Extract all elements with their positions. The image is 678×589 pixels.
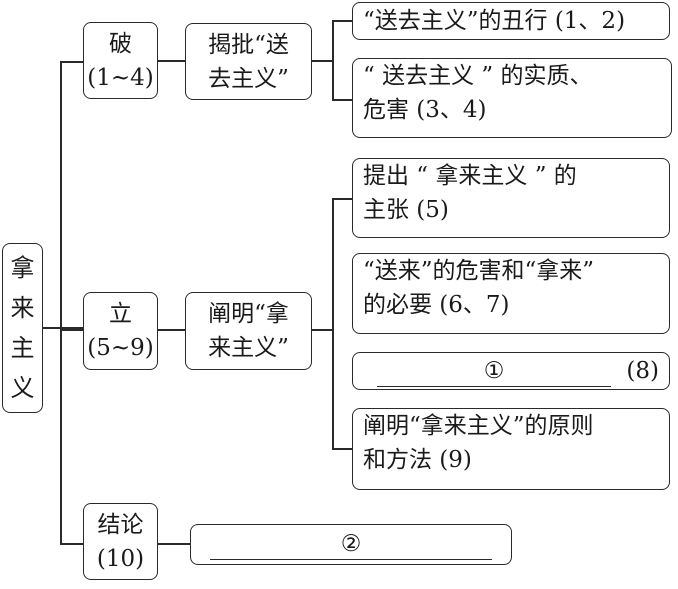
branch-label: 立 xyxy=(109,301,132,327)
detail-line: 阐明“拿来主义”的原则 xyxy=(363,413,594,439)
po-topic-out-connector xyxy=(312,60,332,62)
detail-suffix: (8) xyxy=(626,358,659,384)
li-topic-connector xyxy=(158,329,185,331)
detail-line: 危害 (3、4) xyxy=(363,97,487,123)
po-topic-node: 揭批“送 去主义” xyxy=(185,23,312,100)
branch-range: (1~4) xyxy=(87,64,154,91)
branch-label: 破 xyxy=(109,30,132,57)
root-connector xyxy=(43,327,83,329)
po-topic-connector xyxy=(158,60,185,62)
li-detail-1: 提出 “ 拿来主义 ” 的 主张 (5) xyxy=(352,158,670,238)
root-char: 来 xyxy=(10,294,35,322)
li-detail-4: 阐明“拿来主义”的原则 和方法 (9) xyxy=(352,408,670,490)
detail-line: 的必要 (6、7) xyxy=(363,292,510,318)
li-detail-3-blank: ① (8) xyxy=(352,352,670,390)
branch-label: 结论 xyxy=(97,511,144,538)
trunk-line xyxy=(60,61,62,544)
topic-line: 来主义” xyxy=(208,335,289,361)
conclusion-blank-connector xyxy=(158,543,190,545)
li-detail-4-connector xyxy=(332,448,352,450)
li-topic-out-connector xyxy=(312,329,332,331)
branch-li-connector xyxy=(60,329,83,331)
detail-line: “送来”的危害和“拿来” xyxy=(363,258,595,284)
topic-line: 揭批“送 xyxy=(208,31,289,58)
root-char: 主 xyxy=(10,334,35,362)
branch-li-node: 立 (5~9) xyxy=(83,292,158,370)
po-details-bracket xyxy=(332,20,334,100)
topic-line: 阐明“拿 xyxy=(208,301,289,327)
branch-po-connector xyxy=(60,61,83,63)
branch-po-node: 破 (1~4) xyxy=(83,22,158,99)
detail-line: 主张 (5) xyxy=(363,197,449,223)
detail-line: 和方法 (9) xyxy=(363,447,472,473)
root-char: 义 xyxy=(10,374,35,402)
branch-range: (10) xyxy=(96,545,145,572)
detail-line: “ 送去主义 ” 的实质、 xyxy=(363,63,593,89)
detail-line: 提出 “ 拿来主义 ” 的 xyxy=(363,163,577,189)
li-topic-node: 阐明“拿 来主义” xyxy=(185,292,312,370)
li-detail-2: “送来”的危害和“拿来” 的必要 (6、7) xyxy=(352,253,670,334)
detail-line: “送去主义”的丑行 (1、2) xyxy=(363,8,626,34)
po-detail-2: “ 送去主义 ” 的实质、 危害 (3、4) xyxy=(352,58,672,138)
answer-blank-2[interactable]: ② xyxy=(210,529,492,560)
topic-line: 去主义” xyxy=(208,65,289,92)
branch-range: (5~9) xyxy=(87,335,154,361)
conclusion-blank-box: ② xyxy=(190,524,512,565)
li-details-bracket xyxy=(332,198,334,449)
po-detail-2-connector xyxy=(332,99,352,101)
po-detail-1: “送去主义”的丑行 (1、2) xyxy=(352,2,670,40)
answer-blank-1[interactable]: ① xyxy=(377,356,611,387)
root-char: 拿 xyxy=(10,254,35,282)
po-detail-1-connector xyxy=(332,20,352,22)
branch-conclusion-connector xyxy=(60,543,83,545)
li-detail-1-connector xyxy=(332,198,352,200)
branch-conclusion-node: 结论 (10) xyxy=(83,503,158,580)
root-node: 拿 来 主 义 xyxy=(2,243,43,413)
